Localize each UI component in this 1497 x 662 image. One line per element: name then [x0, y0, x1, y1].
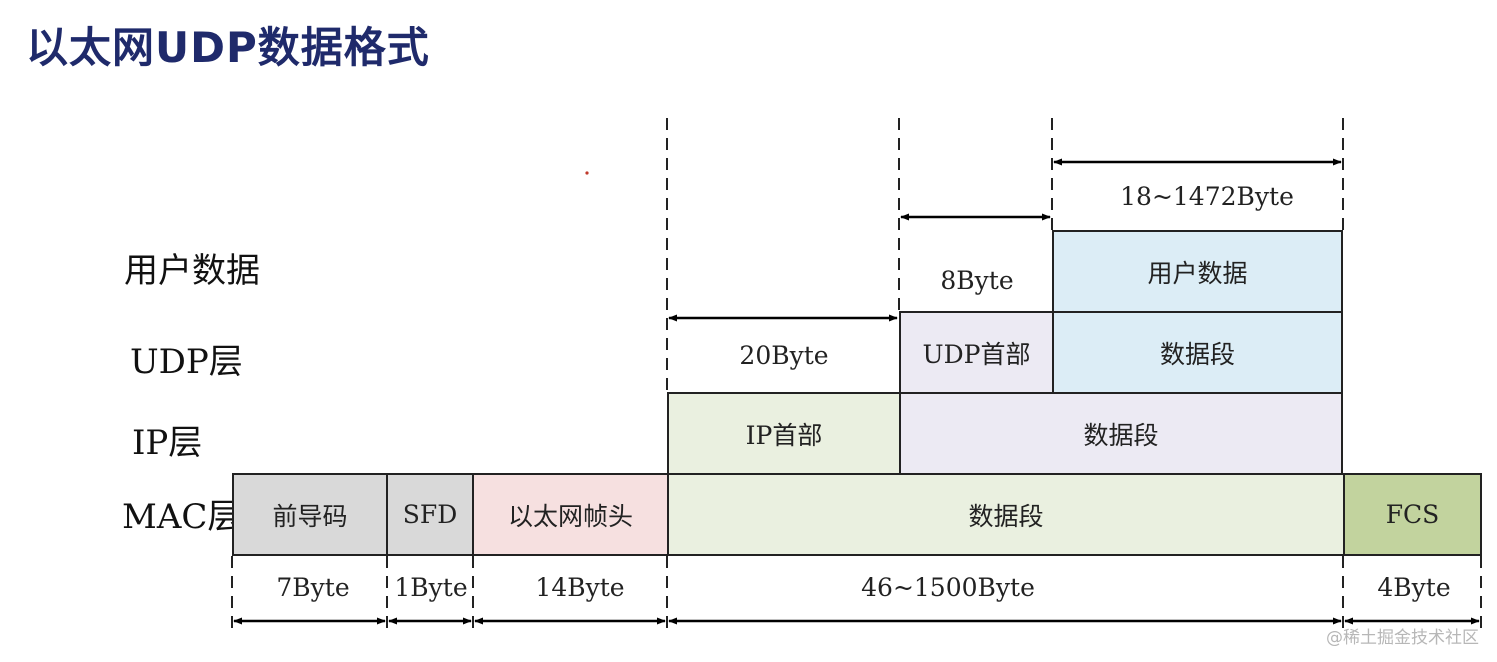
stray-dot [585, 171, 589, 175]
row-label-ip: IP层 [132, 423, 203, 463]
mac-eth-header-box: 以太网帧头 [472, 473, 669, 556]
mac-preamble-box: 前导码 [232, 473, 388, 556]
user-data-box: 用户数据 [1052, 230, 1343, 313]
row-label-user-data: 用户数据 [124, 251, 260, 291]
ip-data-box: 数据段 [899, 392, 1343, 475]
dim-eth-header: 14Byte [535, 573, 625, 602]
dim-ip-header: 20Byte [739, 341, 829, 370]
row-label-udp: UDP层 [130, 342, 243, 382]
page-title: 以太网UDP数据格式 [26, 23, 430, 72]
dim-udp-header: 8Byte [940, 266, 1014, 295]
mac-sfd-box: SFD [386, 473, 474, 556]
mac-data-box: 数据段 [667, 473, 1345, 556]
dim-sfd: 1Byte [394, 573, 468, 602]
dim-user-data: 18~1472Byte [1120, 182, 1294, 211]
watermark: @稀土掘金技术社区 [1326, 628, 1479, 648]
dim-mac-data: 46~1500Byte [861, 573, 1035, 602]
dim-preamble: 7Byte [276, 573, 350, 602]
dim-fcs: 4Byte [1377, 573, 1451, 602]
row-label-mac: MAC层 [122, 497, 242, 537]
mac-fcs-box: FCS [1343, 473, 1482, 556]
